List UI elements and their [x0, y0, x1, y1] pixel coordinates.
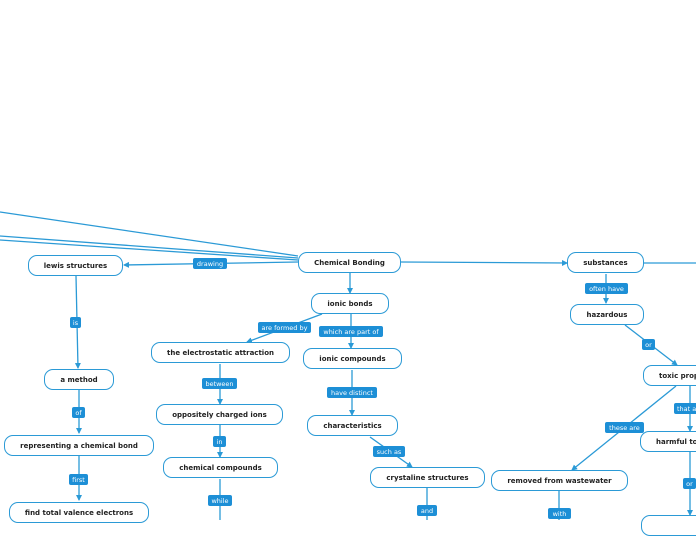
edge-offscreen-1 [0, 211, 299, 257]
node-removed-from-wastewater[interactable]: removed from wastewater [491, 470, 628, 491]
label-while: while [208, 495, 232, 506]
node-hazardous[interactable]: hazardous [570, 304, 644, 325]
label-or-2: or [683, 478, 696, 489]
node-electrostatic-attraction[interactable]: the electrostatic attraction [151, 342, 290, 363]
label-often-have: often have [585, 283, 628, 294]
node-oppositely-charged-ions[interactable]: oppositely charged ions [156, 404, 283, 425]
label-first: first [69, 474, 88, 485]
label-in: in [213, 436, 226, 447]
edge-offscreen-2 [0, 235, 299, 259]
label-with: with [548, 508, 571, 519]
label-that-a: that a [674, 403, 696, 414]
label-have-distinct: have distinct [327, 387, 377, 398]
node-partial-bottom-right[interactable] [641, 515, 696, 536]
node-lewis-structures[interactable]: lewis structures [28, 255, 123, 276]
label-and: and [417, 505, 437, 516]
label-such-as: such as [373, 446, 405, 457]
node-harmful-to[interactable]: harmful to [640, 431, 696, 452]
node-representing-bond[interactable]: representing a chemical bond [4, 435, 154, 456]
node-ionic-bonds[interactable]: ionic bonds [311, 293, 389, 314]
node-toxic-prop[interactable]: toxic prop [643, 365, 696, 386]
label-these-are: these are [605, 422, 644, 433]
label-between: between [202, 378, 237, 389]
label-which-are-part-of: which are part of [319, 326, 383, 337]
node-characteristics[interactable]: characteristics [307, 415, 398, 436]
node-crystaline-structures[interactable]: crystaline structures [370, 467, 485, 488]
edge-bonding-substances [400, 259, 568, 266]
node-chemical-bonding[interactable]: Chemical Bonding [298, 252, 401, 273]
label-are-formed-by: are formed by [258, 322, 311, 333]
node-chemical-compounds[interactable]: chemical compounds [163, 457, 278, 478]
edge-offscreen-3 [0, 239, 299, 261]
node-ionic-compounds[interactable]: ionic compounds [303, 348, 402, 369]
label-is: is [70, 317, 81, 328]
node-a-method[interactable]: a method [44, 369, 114, 390]
label-drawing: drawing [193, 258, 227, 269]
node-substances[interactable]: substances [567, 252, 644, 273]
label-or-1: or [642, 339, 655, 350]
label-of: of [72, 407, 85, 418]
